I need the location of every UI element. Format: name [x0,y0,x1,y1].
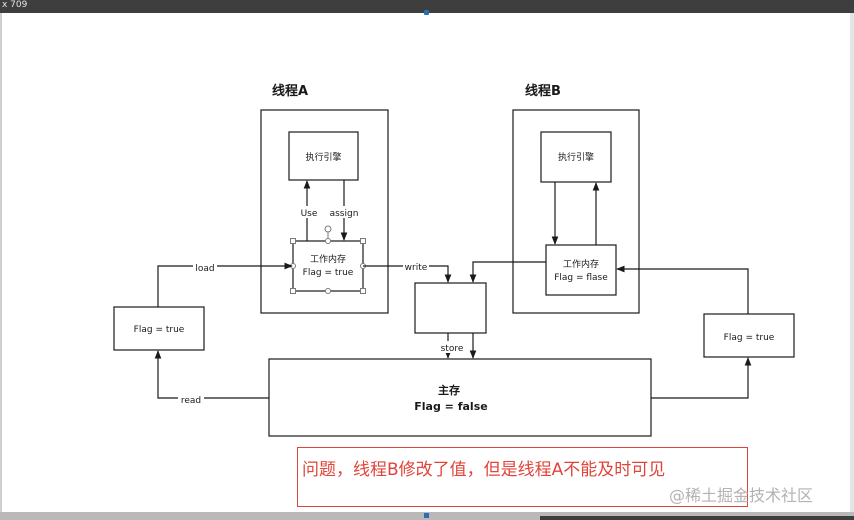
write-arrow [363,265,452,283]
top-scroll-marker[interactable] [424,10,429,15]
bottom-status-bar [0,512,854,520]
thread-b-work-memory-line2: Flag = flase [554,273,608,283]
right-flag-to-thread-b-arrow [616,265,749,314]
thread-a-title: 线程A [272,83,308,99]
write-label-bg [403,260,429,272]
main-memory-flag: Flag = false [414,400,487,413]
left-flag-box[interactable] [113,306,205,351]
thread-a-work-memory-line1: 工作内存 [310,253,346,265]
canvas-size-label: x 709 [2,0,28,10]
thread-a-container[interactable] [260,109,389,314]
load-label-bg [193,261,217,273]
main-memory-box[interactable] [268,358,652,437]
thread-a-work-memory-line2: Flag = true [303,268,354,278]
load-label: load [195,264,214,274]
right-flag-box[interactable] [703,313,795,358]
watermark: @稀土掘金技术社区 [669,486,814,505]
write-label: write [405,263,428,273]
main-to-right-flag-arrow [651,357,752,399]
assign-label: assign [330,209,359,219]
load-arrow [157,262,293,307]
thread-b-engine-box[interactable] [540,131,612,183]
thread-b-title: 线程B [525,83,561,99]
thread-b-engine-label: 执行引擎 [558,151,594,163]
left-frame-edge [0,13,2,520]
right-frame-edge [850,13,854,520]
read-label: read [181,396,201,406]
store-label-bg [438,341,466,353]
left-flag-label: Flag = true [134,325,185,335]
bottom-scroll-marker[interactable] [424,513,429,518]
problem-note: 问题，线程B修改了值，但是线程A不能及时可见 [297,447,748,507]
main-memory-title: 主存 [438,383,460,397]
store-label: store [441,344,464,354]
thread-a-work-memory-box[interactable] [292,240,364,292]
read-arrow [154,350,269,399]
thread-a-engine-label: 执行引擎 [305,151,341,163]
window-title-bar: x 709 [0,0,854,15]
bottom-dark-strip [540,516,854,520]
thread-b-container[interactable] [512,109,640,314]
thread-b-work-memory-line1: 工作内存 [563,258,599,270]
thread-a-engine-box[interactable] [288,131,359,181]
assign-label-bg [329,206,359,218]
thread-b-write-arrow [469,261,546,283]
read-label-bg [178,393,204,405]
transfer-buffer-box[interactable] [414,282,487,334]
thread-b-work-memory-box[interactable] [545,244,617,296]
use-label-bg [298,206,320,218]
right-flag-label: Flag = true [724,333,775,343]
use-label: Use [301,209,318,219]
